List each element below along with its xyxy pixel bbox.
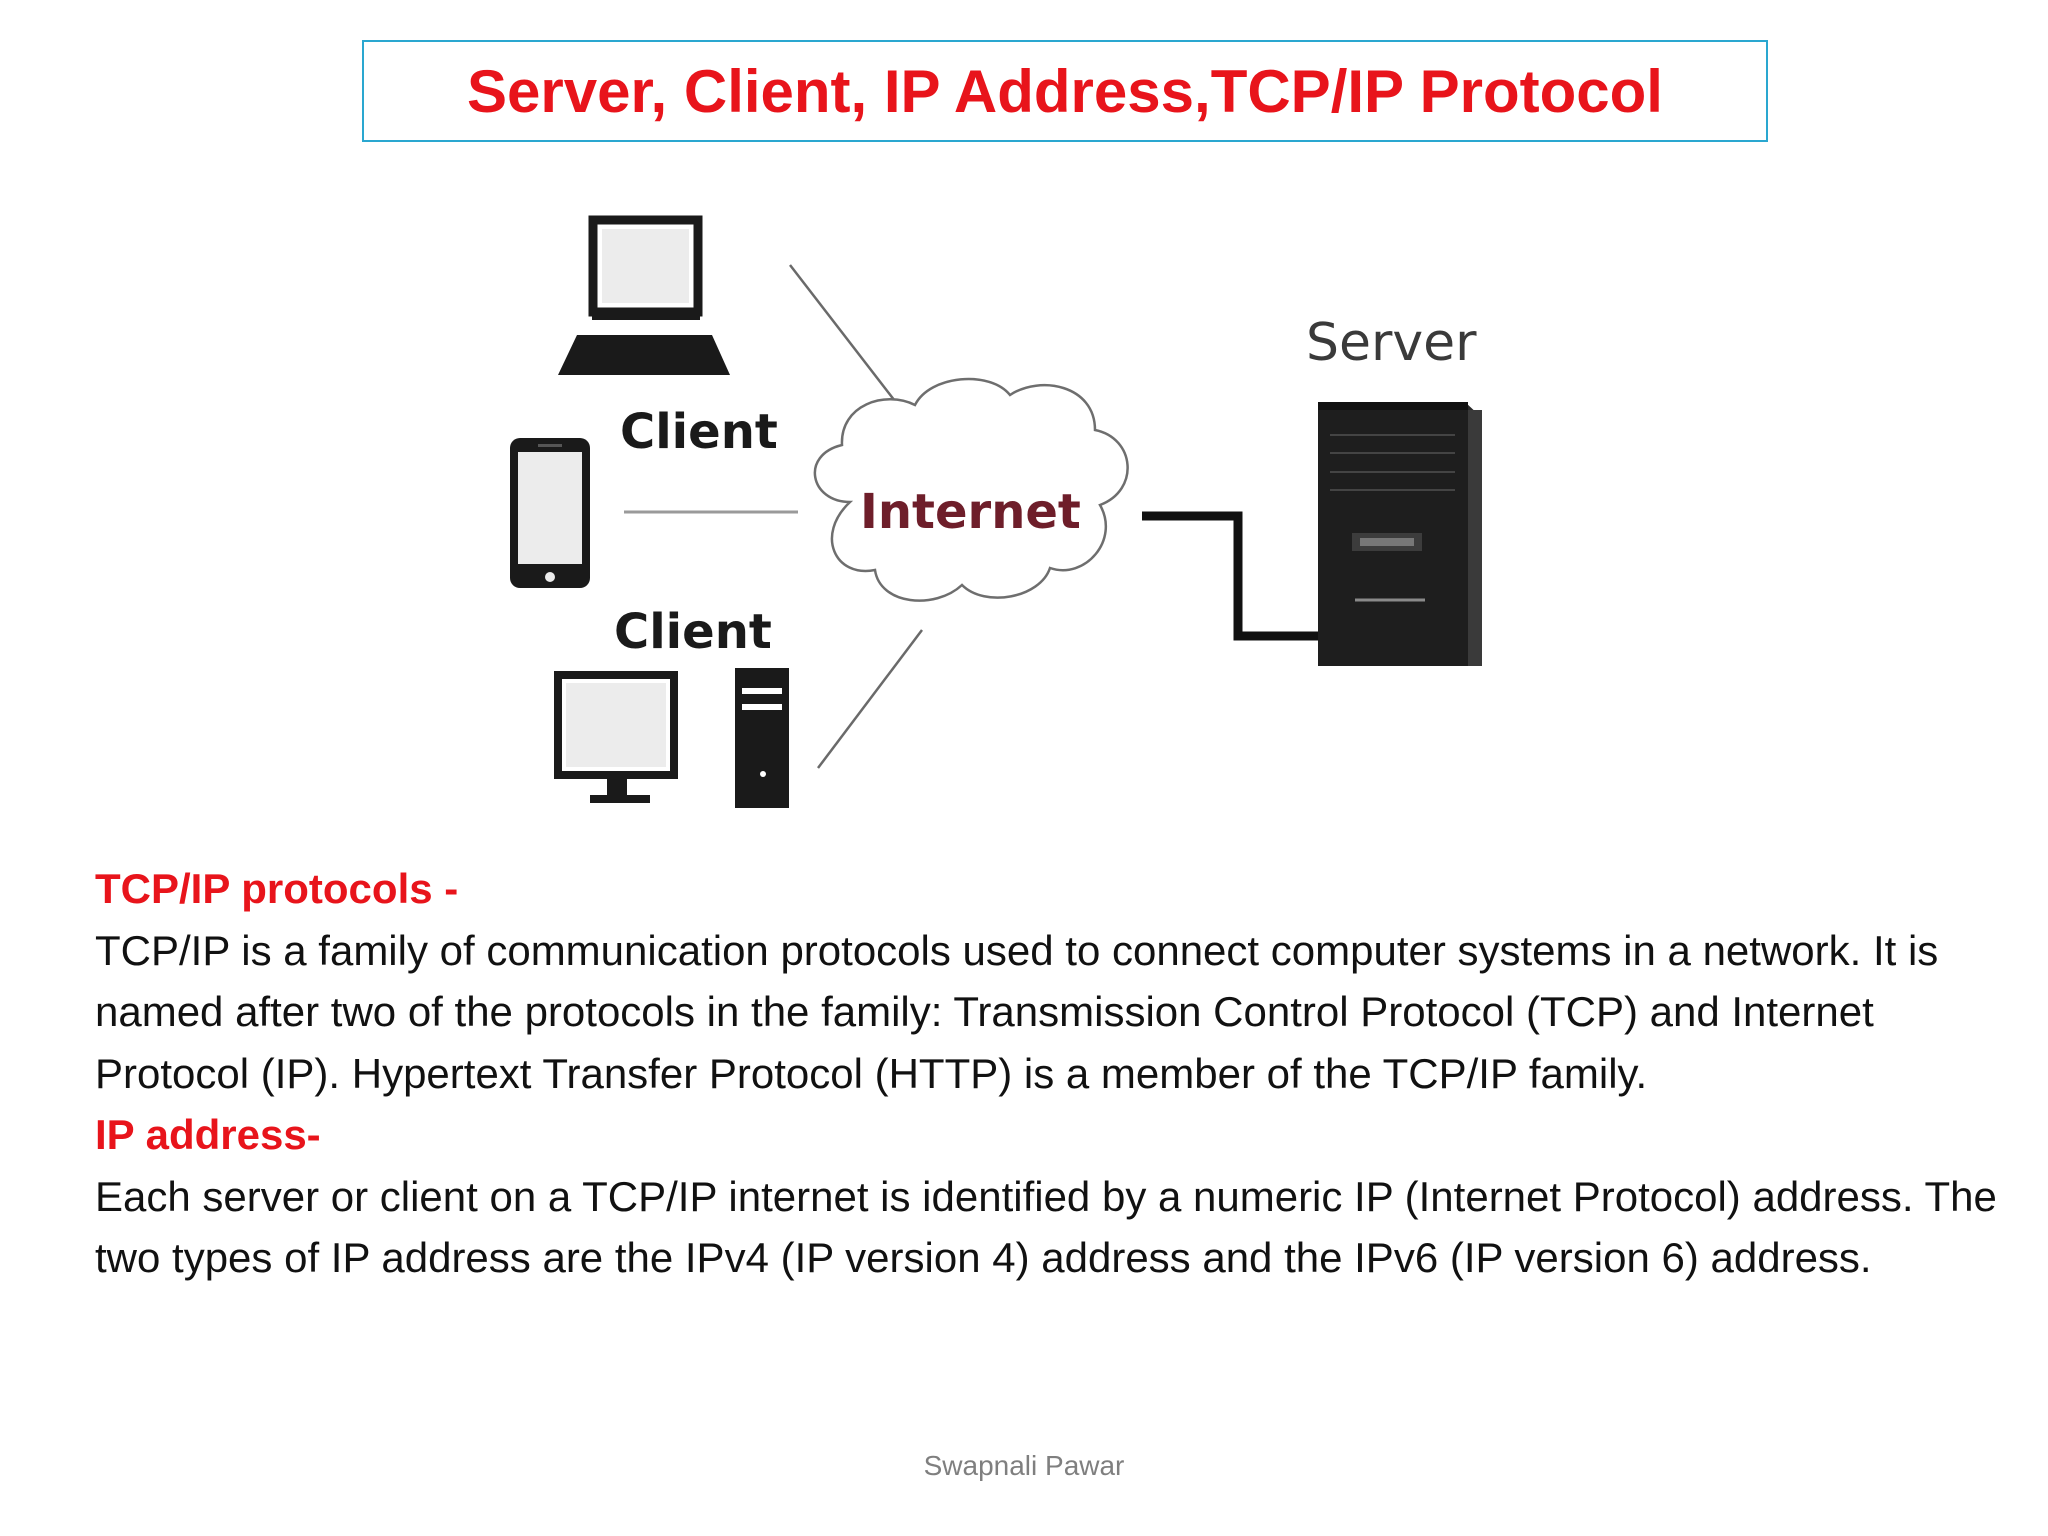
- cloud-icon: [813, 377, 1129, 602]
- footer-author: Swapnali Pawar: [923, 1450, 1125, 1481]
- slide-title: Server, Client, IP Address,TCP/IP Protoc…: [467, 57, 1663, 125]
- client-label-top: Client: [620, 404, 778, 460]
- title-box: Server, Client, IP Address,TCP/IP Protoc…: [362, 40, 1768, 142]
- phone-icon: [510, 438, 590, 588]
- body-text: TCP/IP protocols - TCP/IP is a family of…: [95, 858, 2015, 1289]
- section-body-ip-address: Each server or client on a TCP/IP intern…: [95, 1172, 1997, 1282]
- section-heading-ip-address: IP address-: [95, 1111, 321, 1158]
- laptop-connector-line: [789, 264, 899, 406]
- laptop-icon: [558, 215, 730, 375]
- server-tower-icon: [1318, 402, 1482, 666]
- desktop-connector-line: [817, 629, 923, 769]
- server-label: Server: [1306, 313, 1477, 373]
- connector-lines: [624, 264, 923, 769]
- network-diagram-svg: Client Client Internet Server: [510, 215, 1482, 808]
- server-cable: [1142, 511, 1330, 641]
- section-heading-tcpip: TCP/IP protocols -: [95, 865, 459, 912]
- network-diagram: Client Client Internet Server: [480, 190, 1580, 840]
- desktop-computer-icon: [554, 668, 789, 808]
- client-label-bottom: Client: [614, 604, 772, 660]
- internet-label: Internet: [860, 484, 1081, 540]
- section-body-tcpip: TCP/IP is a family of communication prot…: [95, 926, 1939, 1097]
